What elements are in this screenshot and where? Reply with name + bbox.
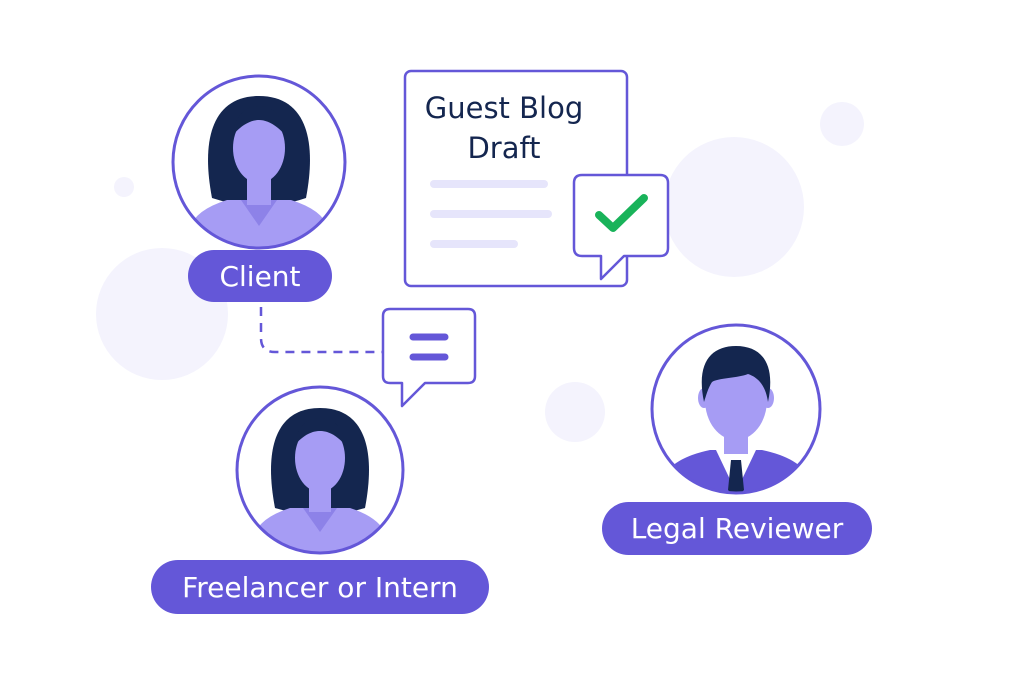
avatar-hair	[701, 346, 771, 402]
legal-reviewer-label: Legal Reviewer	[602, 502, 872, 555]
checkmark-icon	[595, 194, 648, 232]
avatar-face	[233, 113, 285, 183]
tie-icon	[728, 460, 744, 493]
avatar-ring	[171, 74, 347, 250]
document-title: Guest Blog Draft	[424, 91, 584, 165]
background-blob	[114, 177, 134, 197]
approval-bubble	[572, 173, 670, 281]
avatar-fringe	[232, 106, 286, 136]
avatar-ring	[650, 323, 822, 495]
comment-bubble	[381, 307, 477, 408]
freelancer-label: Freelancer or Intern	[151, 560, 489, 614]
avatar-fringe	[294, 418, 346, 446]
avatar-collar	[241, 200, 277, 226]
document-text-line	[430, 240, 518, 248]
document-text-line	[430, 180, 548, 188]
dashed-connector	[259, 307, 383, 354]
background-blob	[664, 137, 804, 277]
freelancer-avatar	[235, 385, 405, 555]
document-text-line	[430, 210, 552, 218]
avatar-ring	[235, 385, 405, 555]
document-card	[403, 69, 629, 288]
background-blob	[545, 382, 605, 442]
background-blob	[820, 102, 864, 146]
client-label: Client	[188, 250, 332, 302]
legal-reviewer-avatar	[650, 323, 822, 495]
avatar-face	[705, 360, 767, 440]
avatar-face	[295, 424, 345, 492]
client-avatar	[171, 74, 347, 250]
avatar-collar	[303, 508, 337, 532]
